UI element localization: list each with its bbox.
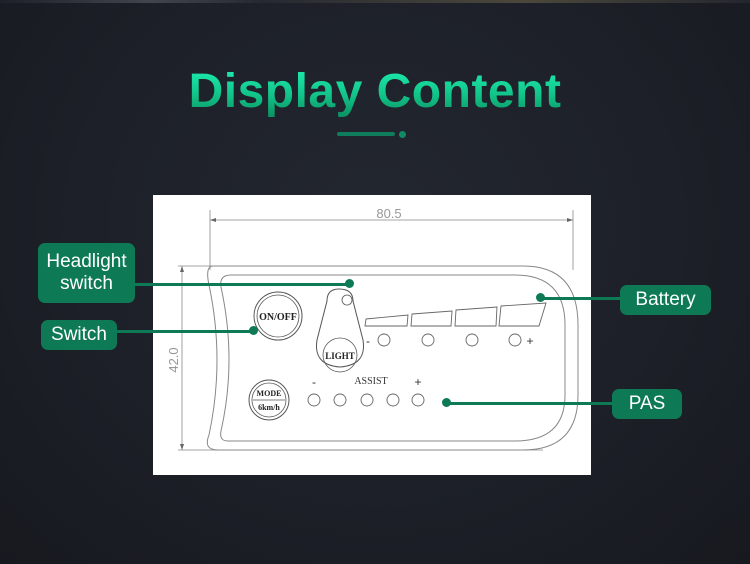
- battery-indicators: [377, 333, 522, 347]
- display-inner-outline: [220, 274, 566, 442]
- switch-leader-line: [116, 330, 254, 333]
- display-drawing-panel: 80.5 42.0 ON/OFF LIGHT -: [153, 195, 591, 475]
- headlight-switch-callout: Headlight switch: [38, 243, 135, 303]
- pas-callout: PAS: [612, 389, 682, 419]
- display-outer-outline: [206, 265, 579, 451]
- headlight-callout-line2: switch: [60, 273, 113, 294]
- title-underline: [337, 132, 395, 136]
- battery-leader-dot: [536, 293, 545, 302]
- battery-minus-sign: -: [366, 334, 370, 348]
- display-technical-drawing: 80.5 42.0 ON/OFF LIGHT -: [166, 206, 579, 451]
- assist-level-indicators: [307, 393, 425, 407]
- switch-callout: Switch: [41, 320, 117, 350]
- battery-leader-line: [542, 297, 622, 300]
- switch-leader-dot: [249, 326, 258, 335]
- battery-callout: Battery: [620, 285, 711, 315]
- pas-leader-line: [448, 402, 614, 405]
- headlight-leader-line: [134, 283, 350, 286]
- assist-minus-sign: -: [312, 375, 316, 389]
- headlight-leader-dot: [345, 279, 354, 288]
- walk-assist-label: 6km/h: [258, 403, 280, 412]
- headlight-callout-line1: Headlight: [46, 251, 127, 272]
- page-title: Display Content: [0, 64, 750, 120]
- mode-label: MODE: [257, 389, 282, 398]
- light-label: LIGHT: [325, 351, 355, 361]
- battery-plus-sign: +: [526, 334, 533, 348]
- height-dimension-label: 42.0: [166, 347, 181, 372]
- title-underline-dot: [399, 131, 406, 138]
- top-edge-strip: [0, 0, 750, 3]
- pas-leader-dot: [442, 398, 451, 407]
- onoff-label: ON/OFF: [259, 312, 297, 323]
- mode-button[interactable]: MODE 6km/h: [248, 379, 290, 421]
- width-dimension-label: 80.5: [376, 206, 401, 221]
- onoff-button[interactable]: ON/OFF: [253, 291, 303, 341]
- assist-plus-sign: +: [414, 375, 421, 389]
- battery-bar: [364, 302, 547, 327]
- assist-label: ASSIST: [354, 376, 387, 387]
- light-button[interactable]: LIGHT: [315, 288, 365, 373]
